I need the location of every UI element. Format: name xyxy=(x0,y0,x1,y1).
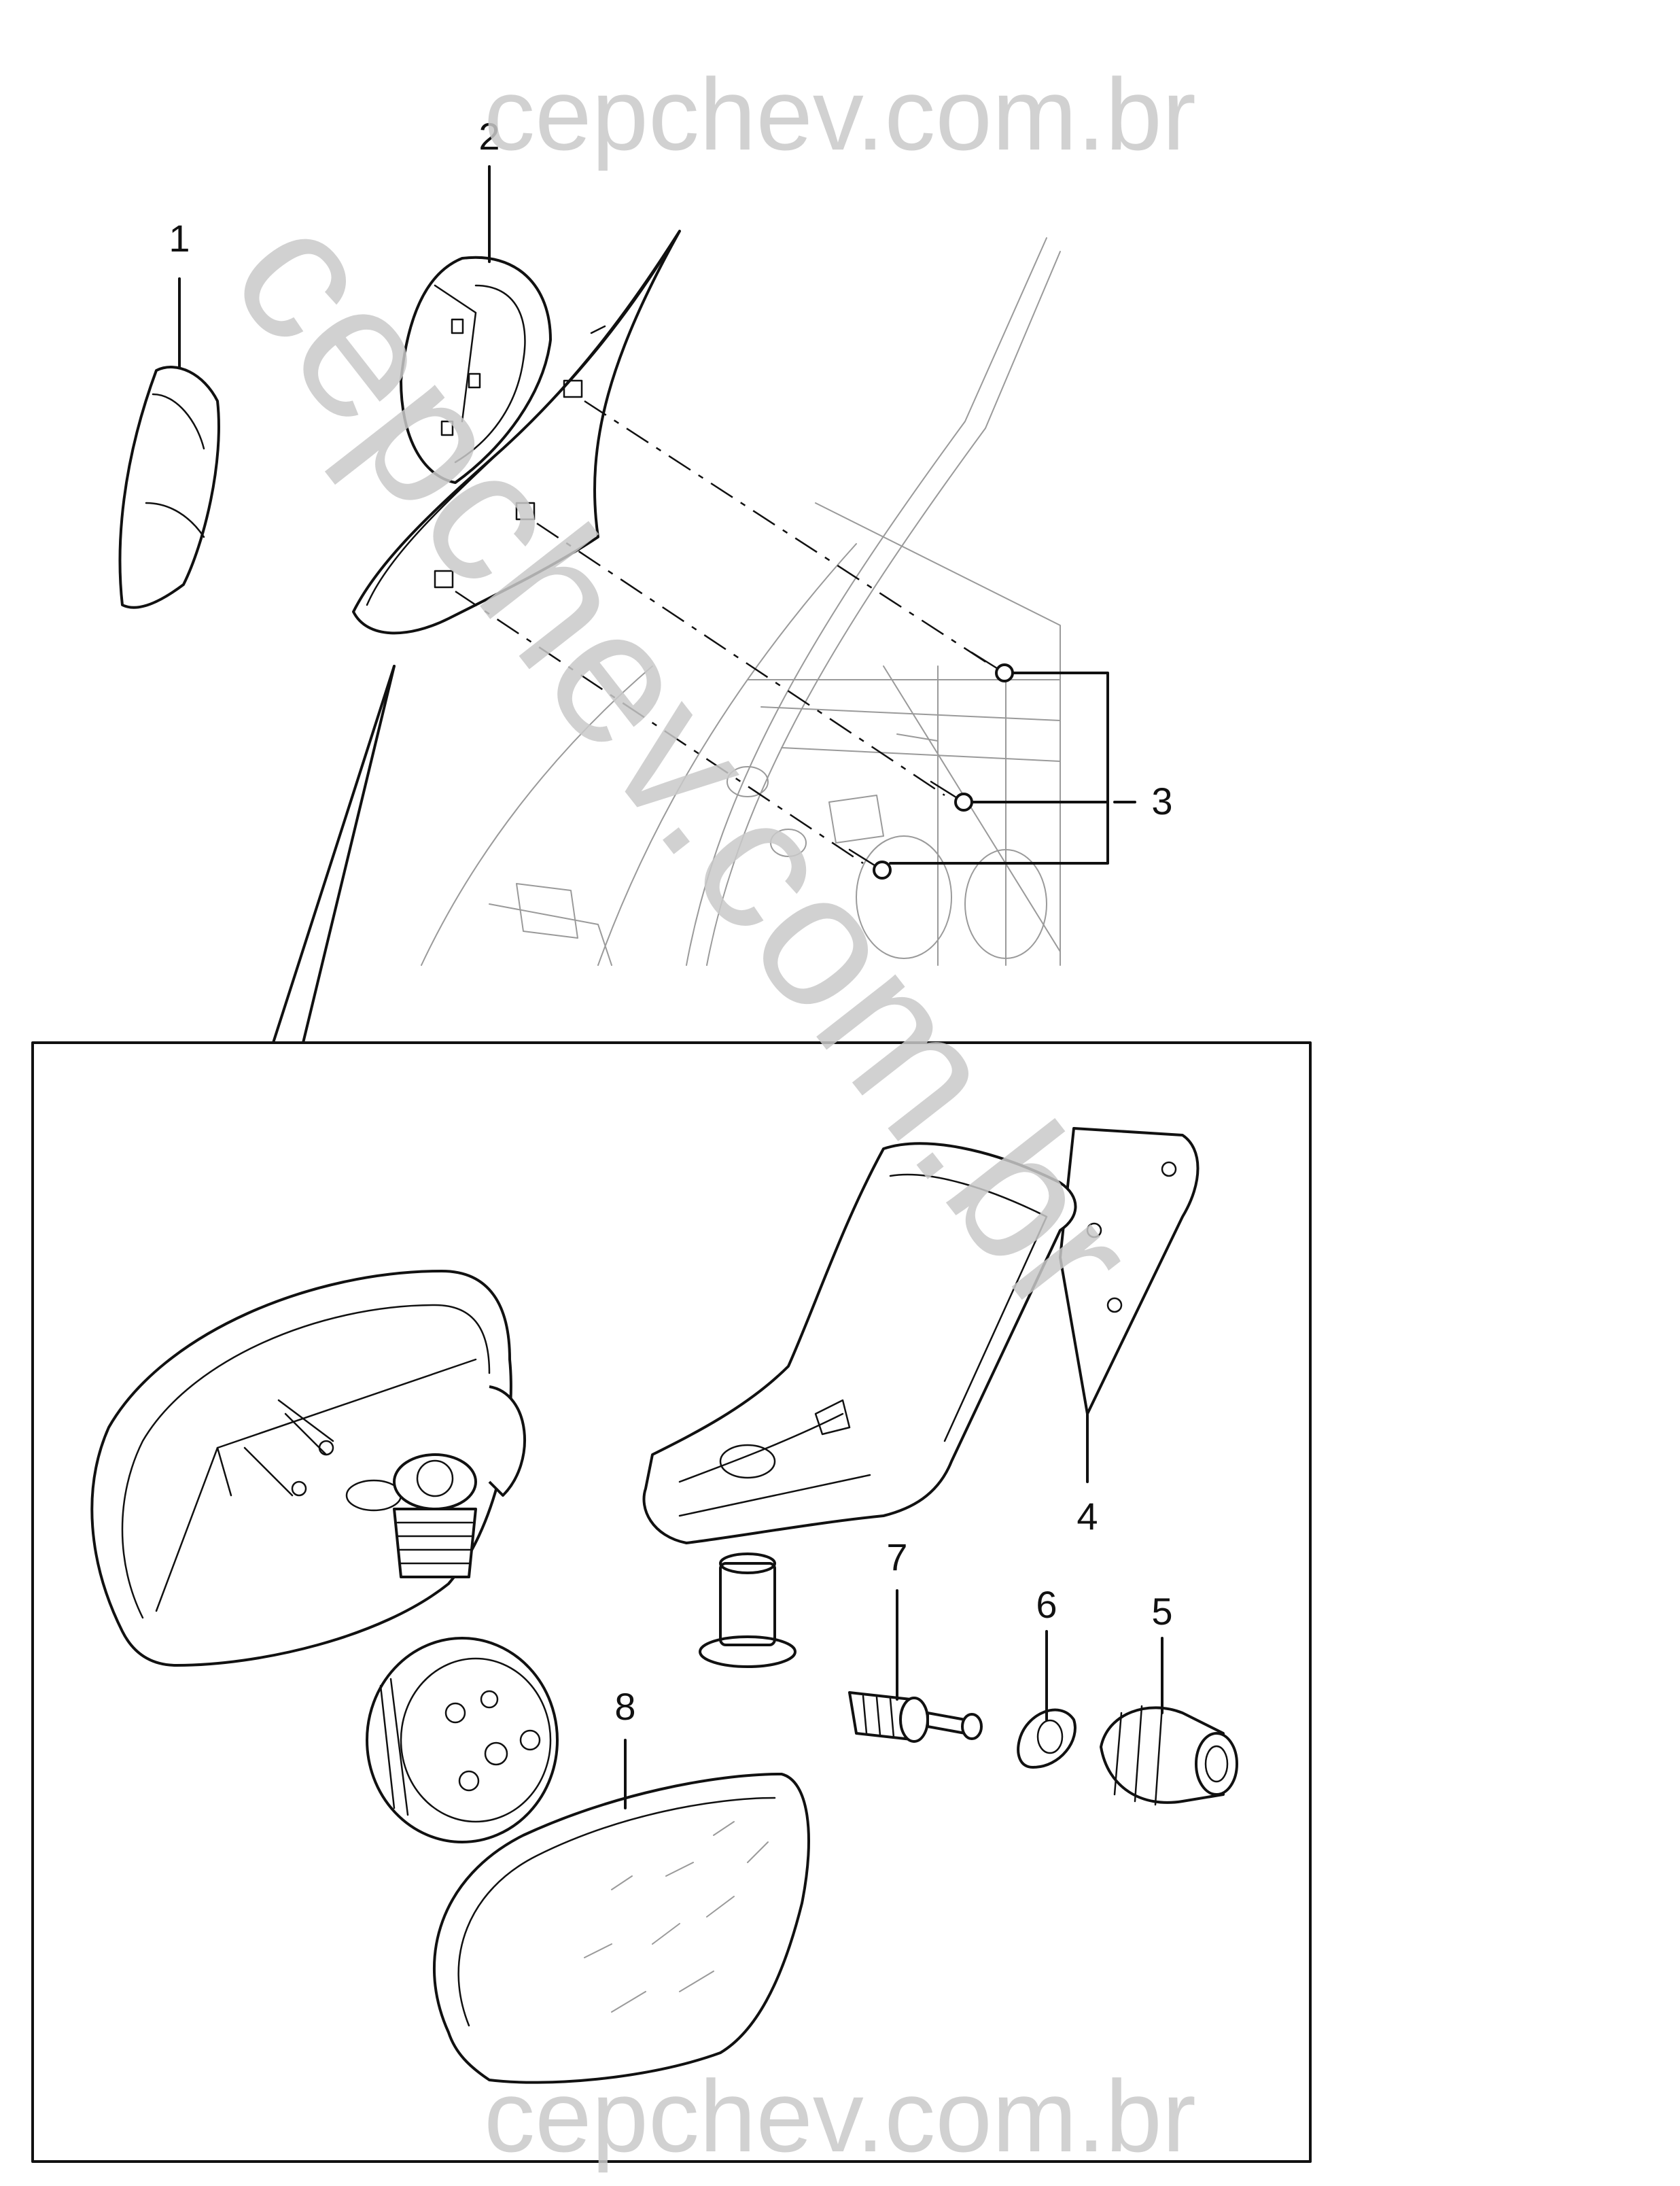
screw-alignment-lines xyxy=(455,400,993,865)
callout-4: 4 xyxy=(1077,1495,1098,1538)
mirror-mounting-plate xyxy=(352,230,681,635)
detail-box xyxy=(31,1041,1312,2163)
watermark-diagonal: cepchev.com.br xyxy=(192,173,1178,1352)
watermark-top: cepchev.com.br xyxy=(484,57,1196,171)
retaining-washer xyxy=(1017,1708,1077,1769)
callout-2: 2 xyxy=(478,115,500,158)
watermark-bottom: cepchev.com.br xyxy=(484,2059,1196,2173)
detail-leader-left xyxy=(272,665,396,1044)
callout-8: 8 xyxy=(614,1685,635,1728)
rubber-grommet xyxy=(1100,1705,1238,1806)
detail-leader-right xyxy=(302,665,396,1044)
mirror-bracket-arm xyxy=(642,1127,1200,1544)
adjuster-spring xyxy=(393,1453,477,1578)
screw-set xyxy=(848,651,1109,880)
callout-6: 6 xyxy=(1036,1583,1057,1626)
mirror-cover xyxy=(118,366,220,609)
detent-pin xyxy=(848,1691,983,1743)
mirror-housing-assembly xyxy=(400,256,552,484)
screw-3 xyxy=(848,848,892,880)
screw-1 xyxy=(970,651,1014,682)
callout-5: 5 xyxy=(1151,1590,1172,1633)
motor-drive-unit xyxy=(366,1637,559,1843)
mirror-glass xyxy=(433,1773,810,2084)
callout-1: 1 xyxy=(169,217,190,260)
callout-3: 3 xyxy=(1151,780,1172,822)
callout-7: 7 xyxy=(886,1536,907,1578)
door-frame-sketch xyxy=(421,237,1061,966)
pivot-bushing xyxy=(699,1552,797,1668)
